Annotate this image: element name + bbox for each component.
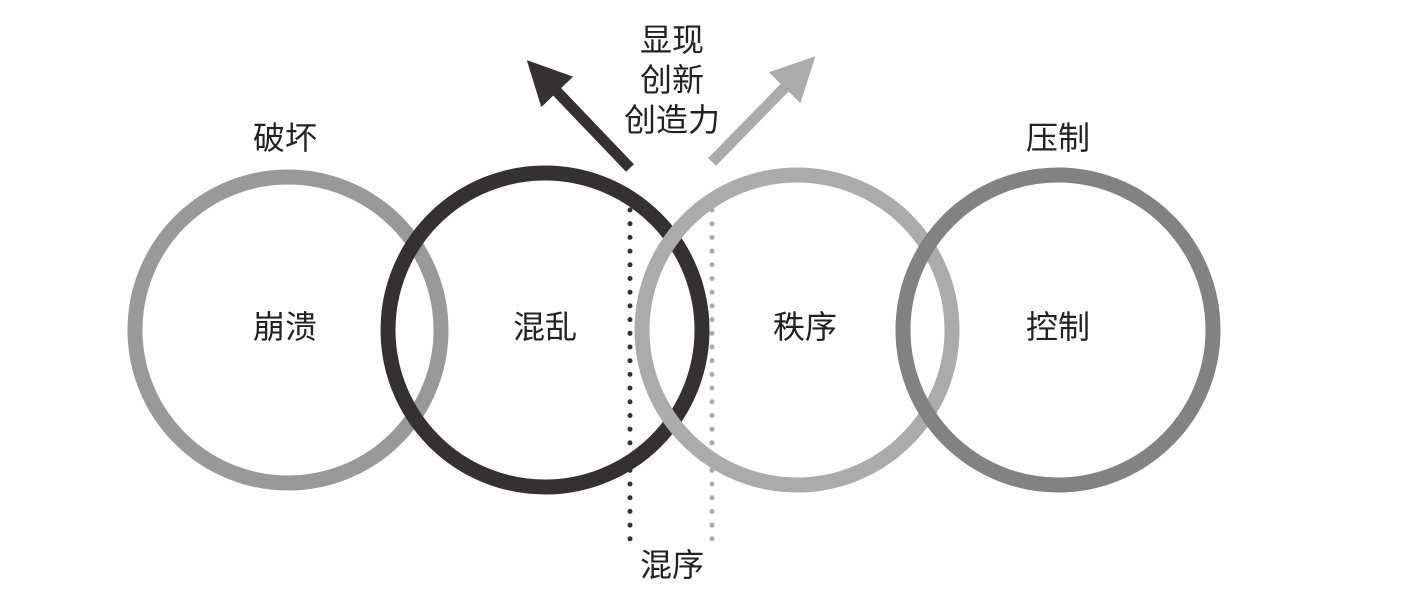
arrow-up-left <box>526 60 634 172</box>
label-chaordic: 混序 <box>639 546 705 584</box>
label-destruction: 破坏 <box>252 119 318 157</box>
label-emergence: 显现 <box>639 21 705 59</box>
circle-order <box>634 167 960 493</box>
arrow-up-right <box>708 56 816 166</box>
circle-control <box>895 167 1221 493</box>
label-creativity: 创造力 <box>623 101 721 139</box>
label-control: 控制 <box>1025 308 1091 346</box>
label-innovation: 创新 <box>639 61 705 99</box>
label-suppression: 压制 <box>1025 119 1091 157</box>
label-chaos: 混乱 <box>512 308 578 346</box>
circle-collapse <box>127 169 449 491</box>
label-collapse: 崩溃 <box>252 308 318 346</box>
label-order: 秩序 <box>772 308 838 346</box>
circle-chaos <box>380 165 710 495</box>
